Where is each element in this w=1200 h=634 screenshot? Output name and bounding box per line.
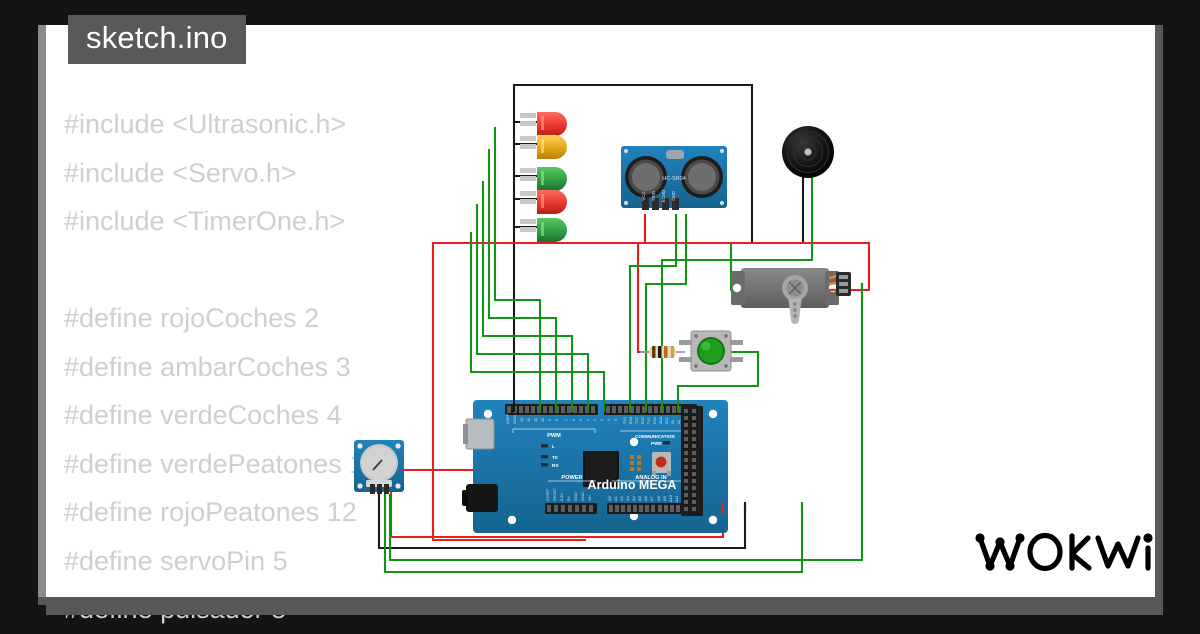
svg-text:GND: GND xyxy=(580,492,585,501)
svg-text:A9: A9 xyxy=(662,496,667,501)
svg-text:12: 12 xyxy=(526,418,531,422)
svg-text:TRIG: TRIG xyxy=(651,190,656,201)
led-red-cars[interactable] xyxy=(520,112,567,136)
arduino-mega-board[interactable]: AREF GND 13 12 11 10 9 8 7 6 5 4 3 2 1 0… xyxy=(462,400,728,533)
svg-text:L: L xyxy=(552,444,555,449)
svg-text:RX: RX xyxy=(552,463,559,468)
svg-text:IOREF: IOREF xyxy=(545,488,550,501)
svg-text:SDA: SDA xyxy=(659,416,663,424)
svg-text:VCC: VCC xyxy=(641,191,646,200)
svg-text:A11: A11 xyxy=(674,495,679,502)
svg-text:A4: A4 xyxy=(631,495,636,501)
svg-text:21: 21 xyxy=(677,420,681,424)
file-tab[interactable]: sketch.ino xyxy=(68,15,246,64)
bottom-bar xyxy=(46,597,1163,615)
pwm-label: PWM xyxy=(547,433,561,439)
svg-text:0: 0 xyxy=(613,418,618,421)
analog-in-label: ANALOG IN xyxy=(635,475,666,481)
svg-text:A2: A2 xyxy=(619,496,624,501)
board-name-label: Arduino MEGA xyxy=(588,478,677,492)
svg-text:10: 10 xyxy=(540,417,545,422)
svg-text:SCL: SCL xyxy=(665,417,669,424)
svg-text:4: 4 xyxy=(585,418,590,421)
svg-text:A10: A10 xyxy=(668,494,673,502)
svg-text:TX1: TX1 xyxy=(647,417,651,424)
led-green-pedestrian[interactable] xyxy=(520,218,567,242)
pushbutton[interactable] xyxy=(679,330,743,372)
svg-text:5: 5 xyxy=(578,419,583,421)
svg-text:PWR: PWR xyxy=(651,441,662,446)
svg-text:A6: A6 xyxy=(643,496,648,501)
svg-text:GND: GND xyxy=(671,191,676,201)
svg-text:6: 6 xyxy=(571,419,576,421)
svg-text:AREF: AREF xyxy=(505,413,510,424)
led-group xyxy=(520,112,567,242)
svg-text:11: 11 xyxy=(533,418,538,422)
svg-text:3.3V: 3.3V xyxy=(559,493,564,501)
resistor[interactable] xyxy=(640,346,685,358)
svg-text:TX2: TX2 xyxy=(635,417,639,424)
svg-text:RESET: RESET xyxy=(552,487,557,501)
ultrasonic-sensor[interactable]: HC-SR04 VCC TRIG ECHO GND xyxy=(621,146,727,210)
potentiometer[interactable] xyxy=(354,440,404,494)
led-amber-cars[interactable] xyxy=(520,135,567,159)
svg-text:GND: GND xyxy=(573,492,578,501)
svg-text:7: 7 xyxy=(564,419,569,421)
svg-text:A0: A0 xyxy=(607,495,612,501)
communication-label: COMMUNICATION xyxy=(635,434,675,439)
svg-text:RX1: RX1 xyxy=(653,417,657,424)
svg-text:A8: A8 xyxy=(656,496,661,501)
svg-text:20: 20 xyxy=(671,420,675,424)
svg-text:HC-SR04: HC-SR04 xyxy=(662,176,686,182)
svg-text:Vin: Vin xyxy=(587,495,592,501)
svg-text:13: 13 xyxy=(519,418,524,422)
svg-text:9: 9 xyxy=(547,419,552,421)
buzzer[interactable] xyxy=(782,126,834,178)
wire-pin-stubs xyxy=(512,400,804,514)
svg-text:5V: 5V xyxy=(566,496,571,501)
svg-text:1: 1 xyxy=(606,419,611,421)
svg-text:RX3: RX3 xyxy=(629,417,633,424)
svg-text:3: 3 xyxy=(592,419,597,421)
svg-text:A1: A1 xyxy=(613,496,618,501)
servo-motor[interactable] xyxy=(731,268,851,324)
wokwi-logo-mark xyxy=(975,532,1153,572)
svg-text:ECHO: ECHO xyxy=(661,189,666,202)
svg-text:A3: A3 xyxy=(625,496,630,501)
power-label: POWER xyxy=(561,475,582,481)
svg-text:GND: GND xyxy=(512,415,517,424)
svg-text:TX: TX xyxy=(552,455,559,460)
svg-text:A7: A7 xyxy=(649,496,654,501)
canvas-left-edge xyxy=(38,25,46,597)
svg-text:RX2: RX2 xyxy=(641,417,645,424)
svg-text:A5: A5 xyxy=(637,496,642,501)
svg-text:8: 8 xyxy=(554,419,559,421)
led-red-pedestrian[interactable] xyxy=(520,190,567,214)
led-green-cars[interactable] xyxy=(520,167,567,191)
svg-text:2: 2 xyxy=(599,419,604,421)
svg-text:TX3: TX3 xyxy=(623,417,627,424)
wokwi-logo xyxy=(968,518,1158,580)
